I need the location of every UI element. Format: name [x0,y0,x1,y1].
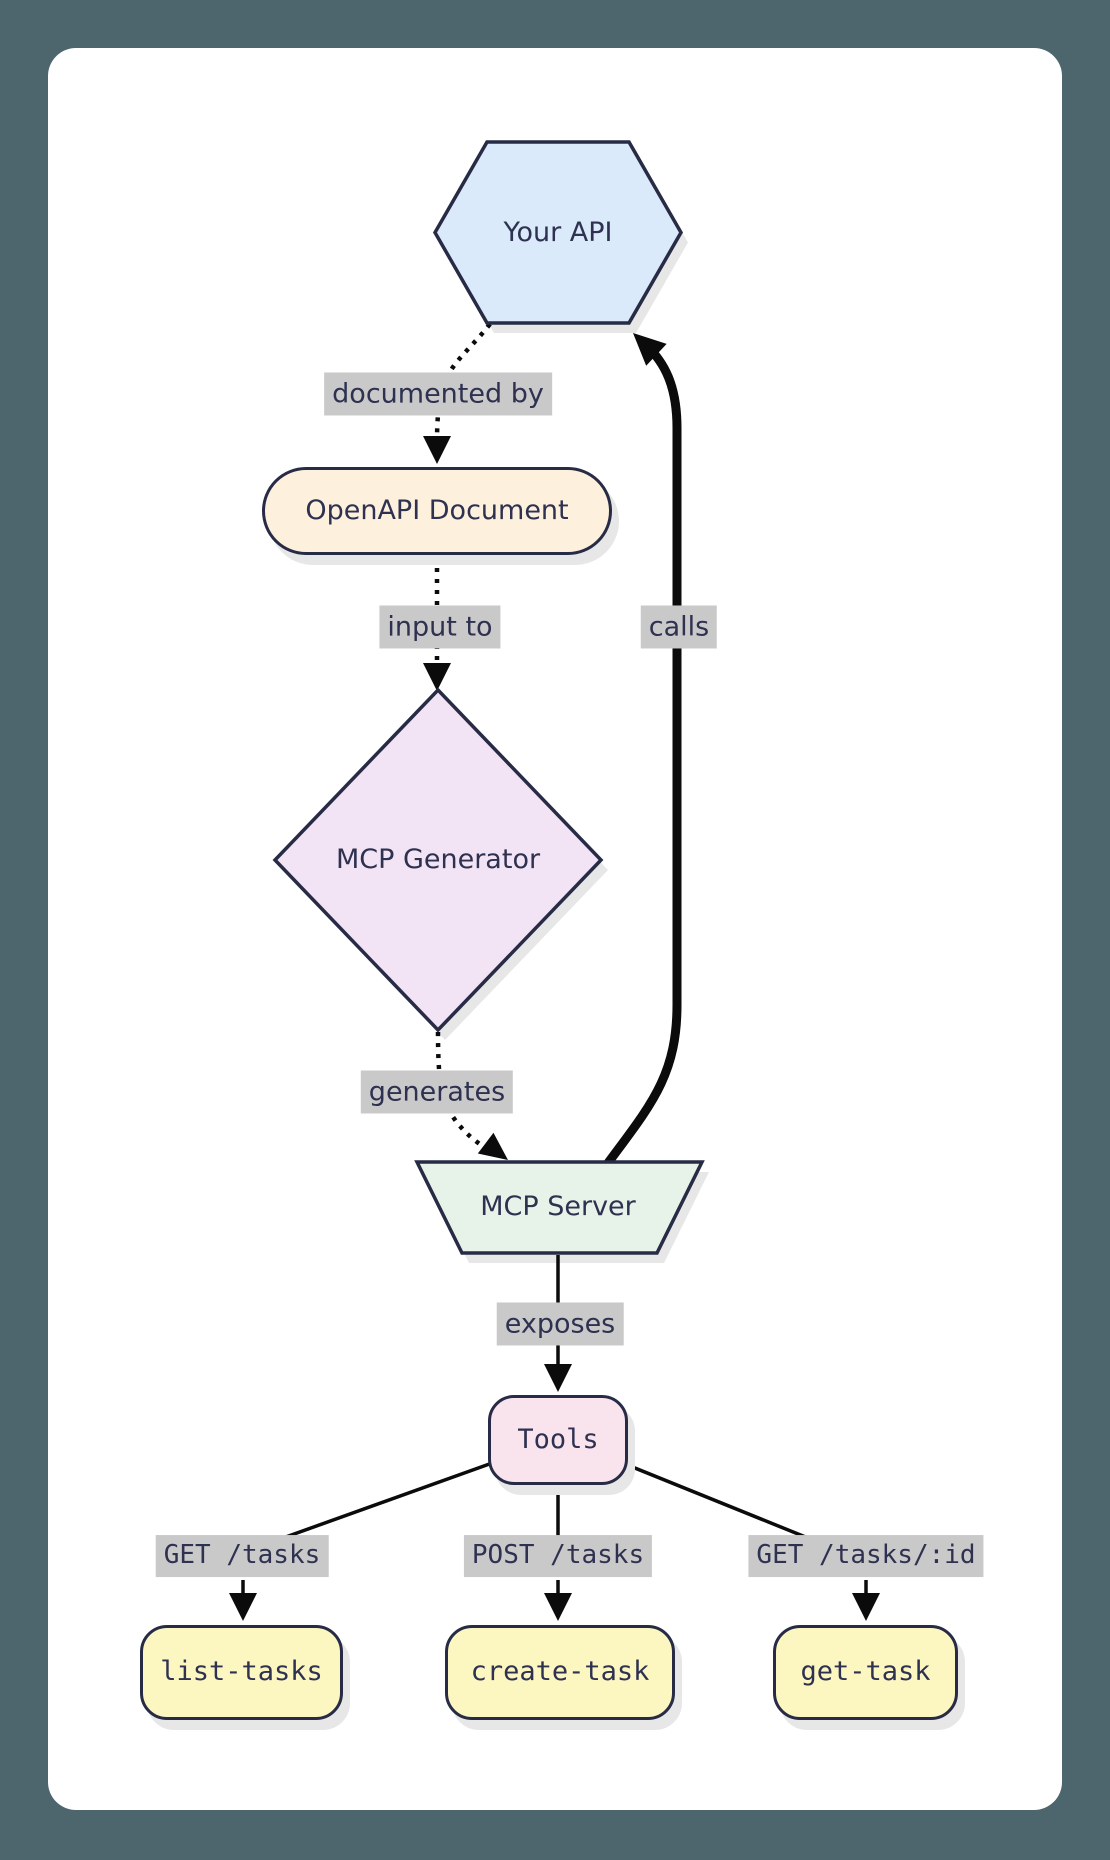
arrowhead-get-task [852,1593,880,1621]
your-api-hexagon [432,140,684,325]
node-get-task: get-task [773,1625,958,1720]
node-tools: Tools [488,1395,628,1485]
arrowhead-exposes [544,1364,572,1392]
edge-generates [435,1031,494,1154]
node-mcp-server-label: MCP Server [480,1190,636,1222]
node-get-task-label: get-task [800,1656,931,1688]
mcp-server-trapezoid [414,1160,705,1255]
edge-tools-to-get-tasks [282,1460,496,1540]
node-create-task-label: create-task [470,1656,650,1688]
polygon-nodes [272,140,705,1255]
edge-label-get-tasks: GET /tasks [155,1535,329,1577]
edge-label-get-tasks-id: GET /tasks/:id [748,1535,984,1577]
arrowhead-input-to [423,663,451,691]
arrowhead-calls [633,333,667,366]
edge-tools-to-get-tasks-id [619,1460,809,1540]
node-list-tasks-label: list-tasks [160,1656,323,1688]
node-tools-label: Tools [517,1423,599,1455]
edge-label-post-tasks: POST /tasks [463,1535,653,1577]
edge-label-generates: generates [360,1070,514,1114]
node-your-api-label: Your API [503,216,613,248]
node-mcp-generator-label: MCP Generator [335,843,541,875]
node-openapi-document: OpenAPI Document [262,467,612,555]
edge-label-exposes: exposes [496,1302,624,1346]
edge-label-input-to: input to [379,605,501,649]
arrowhead-generates [477,1132,508,1160]
edge-label-calls: calls [640,605,718,649]
arrowhead-list-tasks [229,1593,257,1621]
node-create-task: create-task [445,1625,675,1720]
arrowheads [229,333,880,1621]
mcp-generator-diamond [272,687,604,1033]
edge-label-documented-by: documented by [324,372,552,416]
edge-calls [604,341,682,1166]
node-list-tasks: list-tasks [140,1625,343,1720]
node-openapi-document-label: OpenAPI Document [305,494,569,526]
arrowhead-documented-by [423,436,451,464]
diagram-card [48,48,1062,1810]
arrowhead-create-task [544,1593,572,1621]
